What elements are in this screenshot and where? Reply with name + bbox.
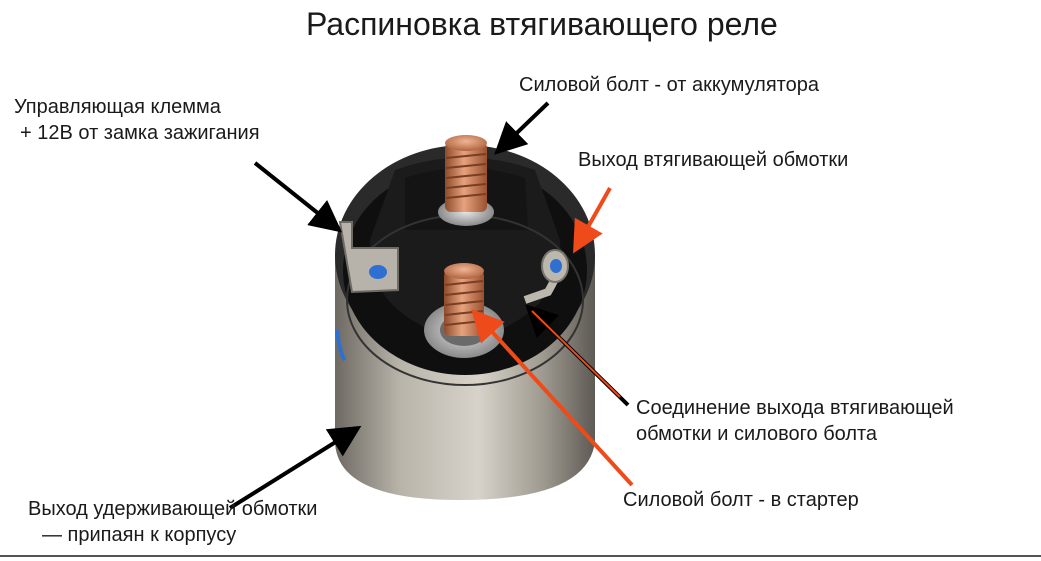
arrow-battery-bolt [494,101,550,155]
pull-in-winding-terminal [523,249,569,304]
label-connection-line2: обмотки и силового болта [636,423,878,445]
label-control-terminal-line1: Управляющая клемма [14,96,221,118]
arrow-control-terminal [253,161,343,233]
bottom-divider [0,555,1041,557]
arrow-connection-overlay [531,310,621,398]
arrow-hold-output [228,425,362,510]
label-hold-output-line2: — припаян к корпусу [42,524,237,546]
battery-bolt [438,135,494,226]
label-starter-bolt: Силовой болт - в стартер [623,489,859,511]
control-terminal [338,221,399,294]
label-hold-output: Выход удерживающей обмотки — припаян к к… [28,496,317,548]
label-control-terminal: Управляющая клемма + 12В от замка зажига… [14,94,260,146]
diagram-title: Распиновка втягивающего реле [306,6,778,42]
pointer-arrows [228,101,634,510]
label-pull-in-output: Выход втягивающей обмотки [578,149,849,171]
label-connection-line1: Соединение выхода втягивающей [636,397,954,419]
label-control-terminal-line2: + 12В от замка зажигания [20,122,260,144]
arrow-pull-in-output [573,187,612,254]
arrow-starter-bolt [471,309,634,487]
label-hold-output-line1: Выход удерживающей обмотки [28,498,318,520]
label-connection: Соединение выхода втягивающей обмотки и … [636,395,954,447]
label-battery-bolt: Силовой болт - от аккумулятора [519,74,819,96]
